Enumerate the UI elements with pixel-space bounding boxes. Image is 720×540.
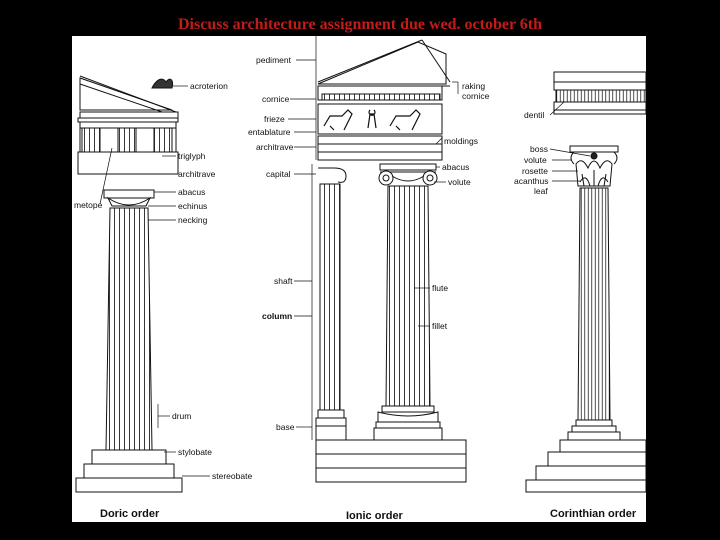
ionic-pediment — [317, 39, 451, 87]
doric-stylobate — [91, 449, 167, 465]
caption-ionic-order: Ionic order — [346, 510, 404, 522]
label-necking: necking — [178, 215, 208, 225]
label-boss: boss — [530, 144, 548, 154]
corinthian-step-3 — [535, 465, 646, 481]
label-rosette: rosette — [522, 166, 548, 176]
label-corinthian-volute: volute — [524, 155, 547, 165]
corinthian-shaft — [577, 187, 611, 421]
label-stereobate: stereobate — [212, 471, 252, 481]
ionic-step-3 — [315, 467, 467, 483]
doric-echinus — [106, 196, 152, 207]
corinthian-order — [525, 71, 646, 493]
ionic-order — [315, 39, 467, 483]
label-column: column — [262, 311, 292, 321]
label-raking: raking — [462, 81, 485, 91]
ionic-column — [373, 163, 443, 441]
label-acroterion: acroterion — [190, 81, 228, 91]
label-entablature: entablature — [248, 127, 291, 137]
label-shaft: shaft — [274, 276, 293, 286]
doric-labels: acroterion triglyph architrave abacus ec… — [74, 81, 252, 481]
label-moldings: moldings — [444, 136, 478, 146]
ionic-step-2 — [315, 453, 467, 469]
corinthian-step-1 — [559, 439, 646, 453]
center-bracket — [311, 36, 317, 440]
label-flute: flute — [432, 283, 448, 293]
label-capital: capital — [266, 169, 291, 179]
corinthian-entablature — [553, 71, 646, 115]
label-acanthus: acanthus — [514, 176, 549, 186]
label-stylobate: stylobate — [178, 447, 212, 457]
doric-abacus — [103, 189, 155, 199]
doric-acroterion — [151, 78, 173, 89]
doric-stereobate-2 — [75, 477, 183, 493]
label-raking-cornice: cornice — [462, 91, 490, 101]
label-doric-abacus: abacus — [178, 187, 205, 197]
label-dentil: dentil — [524, 110, 544, 120]
ionic-frieze — [317, 103, 443, 135]
corinthian-base — [567, 419, 621, 441]
doric-frieze — [79, 121, 177, 153]
doric-pediment — [77, 75, 179, 123]
ionic-cornice — [317, 85, 443, 101]
ionic-partial-column — [315, 167, 347, 441]
architecture-diagram-panel: acroterion triglyph architrave abacus ec… — [72, 36, 646, 522]
doric-shaft — [105, 207, 153, 451]
corinthian-labels: dentil boss volute rosette acanthus leaf — [514, 101, 591, 196]
slide-title: Discuss architecture assignment due wed.… — [178, 16, 542, 33]
ionic-step-1 — [315, 439, 467, 455]
label-echinus: echinus — [178, 201, 207, 211]
label-drum: drum — [172, 411, 191, 421]
label-base: base — [276, 422, 295, 432]
label-fillet: fillet — [432, 321, 448, 331]
ionic-labels: raking cornice moldings abacus volute fl… — [414, 81, 490, 331]
classical-orders-diagram: acroterion triglyph architrave abacus ec… — [74, 36, 646, 522]
label-triglyph: triglyph — [178, 151, 206, 161]
ionic-architrave — [317, 135, 443, 161]
doric-order — [75, 75, 183, 493]
label-doric-architrave: architrave — [178, 169, 216, 179]
doric-architrave — [77, 151, 179, 175]
label-frieze: frieze — [264, 114, 285, 124]
corinthian-step-2 — [547, 451, 646, 467]
caption-corinthian-order: Corinthian order — [550, 508, 637, 520]
label-leaf: leaf — [534, 186, 548, 196]
corinthian-step-4 — [525, 479, 646, 493]
label-ionic-abacus: abacus — [442, 162, 469, 172]
label-ionic-volute: volute — [448, 177, 471, 187]
center-labels: pediment cornice frieze entablature arch… — [248, 55, 316, 432]
label-cornice: cornice — [262, 94, 290, 104]
caption-doric-order: Doric order — [100, 508, 160, 520]
doric-stereobate-1 — [83, 463, 175, 479]
corinthian-capital — [569, 145, 619, 187]
label-metope: metope — [74, 200, 103, 210]
label-pediment: pediment — [256, 55, 292, 65]
label-center-architrave: architrave — [256, 142, 294, 152]
